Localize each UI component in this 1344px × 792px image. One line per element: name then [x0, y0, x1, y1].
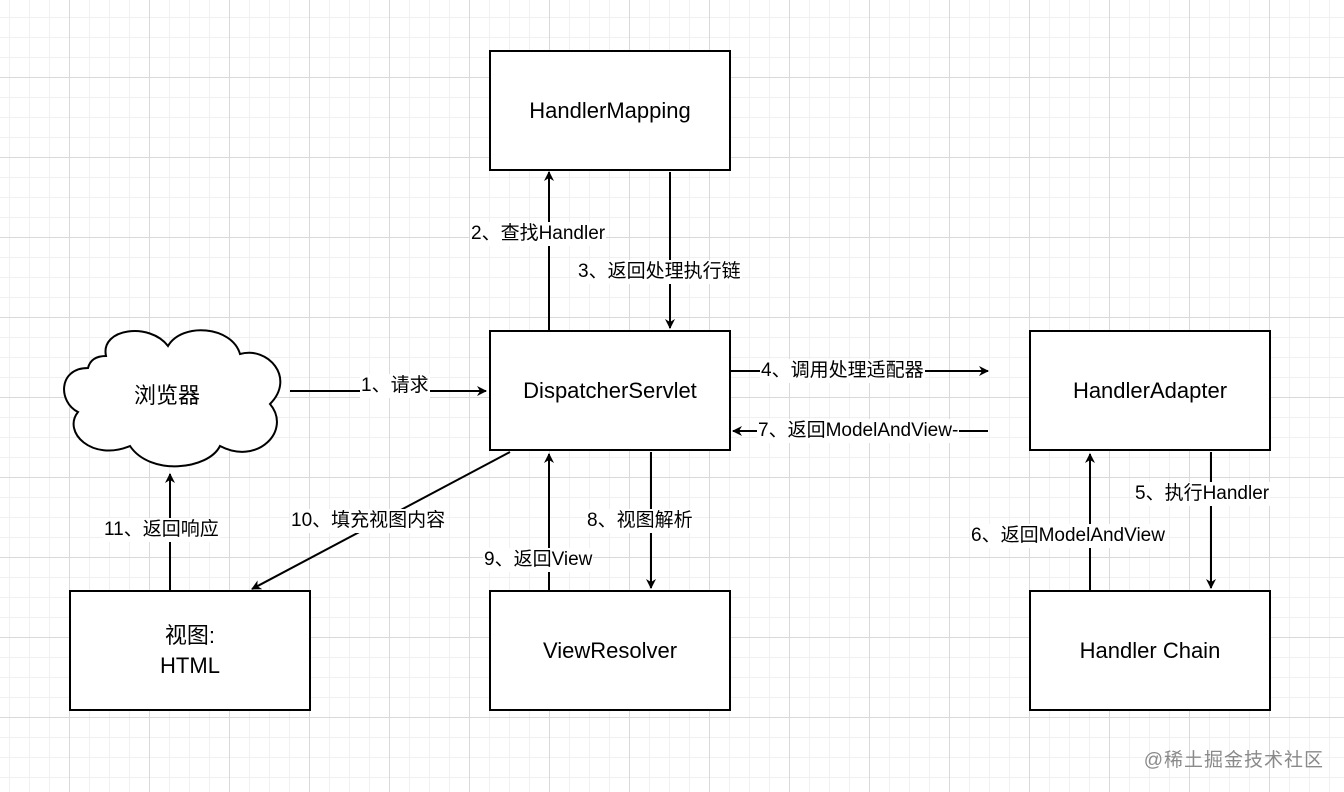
dispatcher-servlet-label: DispatcherServlet: [523, 377, 697, 403]
edge-1-label: 1、请求: [360, 374, 430, 398]
view-resolver-label: ViewResolver: [542, 637, 678, 663]
browser-label: 浏览器: [134, 383, 201, 408]
dispatcher-servlet-box[interactable]: DispatcherServlet: [489, 330, 731, 451]
handler-chain-box[interactable]: Handler Chain: [1029, 590, 1271, 711]
edge-5-label: 5、执行Handler: [1134, 482, 1271, 506]
edge-10-label: 10、填充视图内容: [290, 509, 447, 533]
edge-9-label: 9、返回View: [483, 548, 594, 572]
view-label: 视图: HTML: [160, 622, 220, 678]
view-resolver-box[interactable]: ViewResolver: [489, 590, 731, 711]
handler-adapter-label: HandlerAdapter: [1072, 377, 1228, 403]
handler-mapping-box[interactable]: HandlerMapping: [489, 50, 731, 171]
edge-7-label: 7、返回ModelAndView-: [757, 419, 960, 443]
browser-cloud-shape[interactable]: [63, 329, 282, 468]
handler-adapter-box[interactable]: HandlerAdapter: [1029, 330, 1271, 451]
handler-mapping-label: HandlerMapping: [529, 97, 691, 123]
edge-6-label: 6、返回ModelAndView: [970, 524, 1166, 548]
watermark: @稀土掘金技术社区: [1143, 750, 1324, 771]
handler-chain-label: Handler Chain: [1079, 637, 1221, 663]
view-box[interactable]: 视图: HTML: [69, 590, 311, 711]
edge-8-label: 8、视图解析: [586, 509, 694, 533]
edge-2-label: 2、查找Handler: [470, 222, 607, 246]
edge-11-label: 11、返回响应: [103, 518, 220, 542]
edge-4-label: 4、调用处理适配器: [760, 359, 925, 383]
edge-3-label: 3、返回处理执行链: [577, 260, 742, 284]
